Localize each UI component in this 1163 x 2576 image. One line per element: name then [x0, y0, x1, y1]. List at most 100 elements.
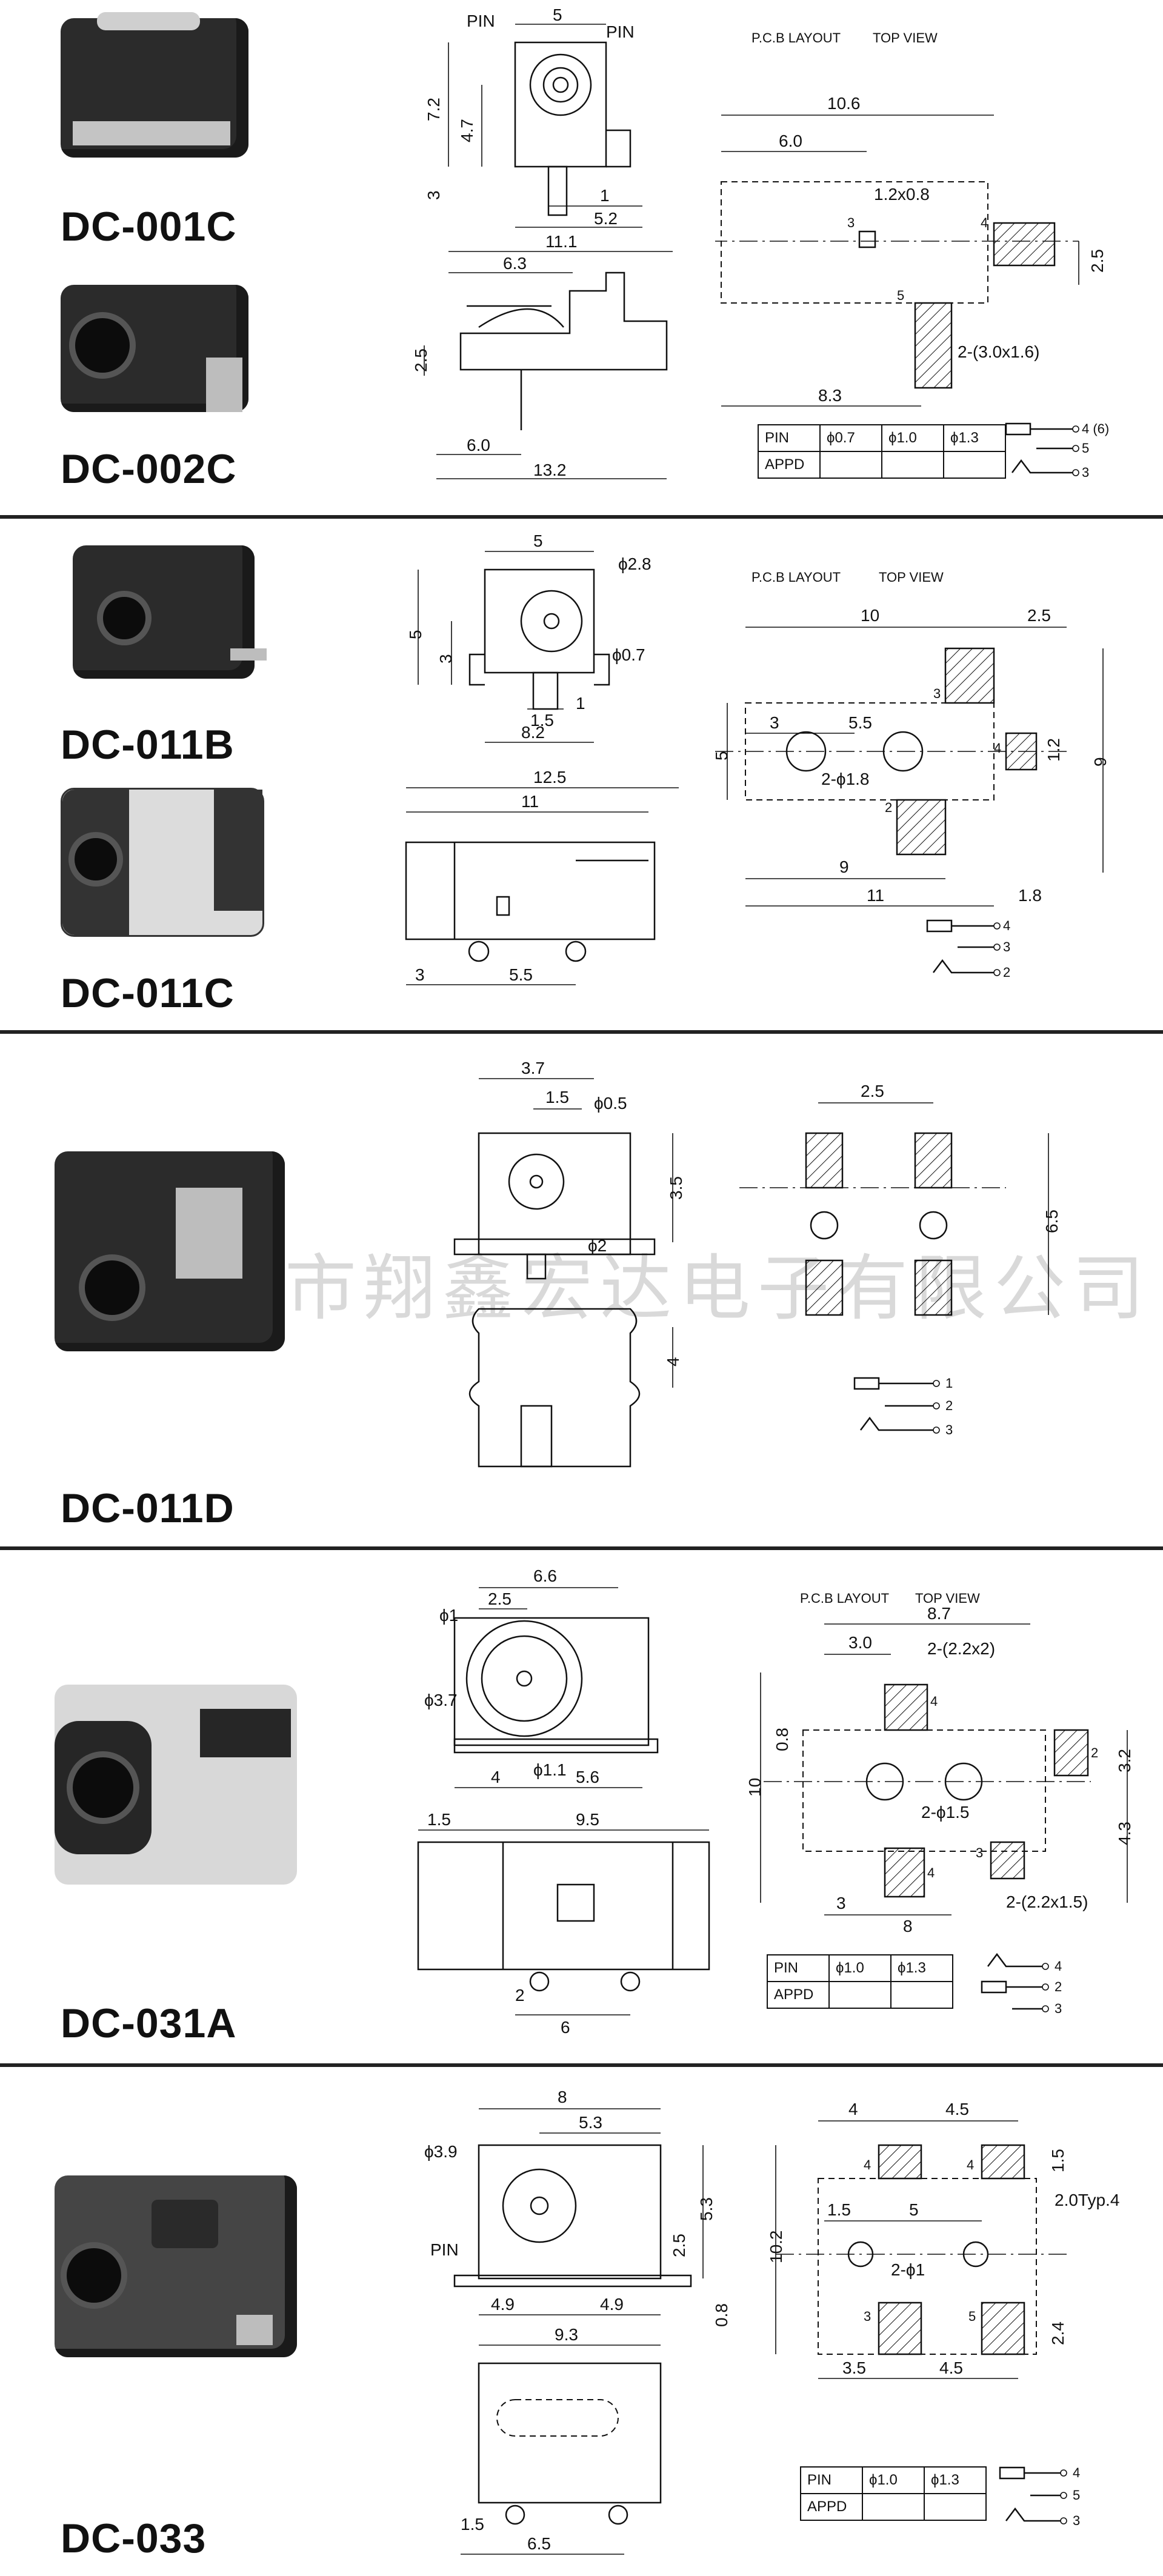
- svg-text:TOP VIEW: TOP VIEW: [915, 1591, 980, 1606]
- svg-text:8.7: 8.7: [927, 1604, 951, 1623]
- svg-text:4: 4: [848, 2103, 858, 2118]
- svg-text:3: 3: [436, 654, 455, 664]
- svg-text:3: 3: [933, 686, 941, 701]
- svg-text:5.5: 5.5: [509, 965, 533, 984]
- model-label: DC-031A: [61, 2000, 237, 2046]
- svg-text:3.0: 3.0: [848, 1633, 872, 1652]
- svg-text:5.3: 5.3: [579, 2113, 602, 2132]
- svg-text:5.2: 5.2: [594, 209, 618, 228]
- svg-text:2.4: 2.4: [1048, 2321, 1067, 2345]
- svg-text:ϕ3.7: ϕ3.7: [424, 1691, 458, 1709]
- svg-text:4: 4: [967, 2157, 974, 2172]
- svg-text:1.5: 1.5: [427, 1810, 451, 1829]
- svg-text:4 (6): 4 (6): [1082, 421, 1109, 436]
- svg-text:2-(3.0x1.6): 2-(3.0x1.6): [958, 342, 1039, 361]
- svg-text:2: 2: [945, 1398, 953, 1413]
- model-label: DC-011C: [61, 970, 235, 1016]
- svg-text:5: 5: [553, 6, 562, 24]
- model-label: DC-002C: [61, 446, 237, 492]
- svg-text:4: 4: [927, 1865, 935, 1880]
- model-label: DC-001C: [61, 204, 237, 250]
- svg-text:5: 5: [712, 751, 731, 760]
- svg-text:4: 4: [1003, 918, 1010, 933]
- pin-schematic: 4 5 3: [999, 2465, 1080, 2528]
- svg-text:2.5: 2.5: [1088, 249, 1107, 273]
- section-divider: [0, 1546, 1163, 1550]
- svg-text:11: 11: [521, 792, 539, 811]
- svg-text:8: 8: [558, 2088, 567, 2106]
- svg-text:ϕ0.7: ϕ0.7: [612, 645, 645, 664]
- svg-text:10.6: 10.6: [827, 94, 861, 113]
- svg-text:PIN: PIN: [467, 12, 495, 30]
- svg-text:9.5: 9.5: [576, 1810, 599, 1829]
- svg-text:7.2: 7.2: [424, 98, 443, 121]
- svg-text:5.6: 5.6: [576, 1768, 599, 1786]
- svg-text:4: 4: [1055, 1959, 1062, 1974]
- model-label: DC-011D: [61, 1485, 235, 1531]
- svg-text:4.5: 4.5: [945, 2103, 969, 2118]
- svg-text:4.5: 4.5: [939, 2358, 963, 2377]
- svg-text:3: 3: [836, 1894, 846, 1912]
- pcb-layout-drawing: P.C.B LAYOUT TOP VIEW 10.6 6.0 1.2x0.8 3…: [715, 30, 1107, 407]
- svg-text:2: 2: [885, 800, 892, 815]
- svg-text:5: 5: [406, 630, 425, 639]
- svg-text:2-ϕ1: 2-ϕ1: [891, 2260, 925, 2279]
- dimension-drawing: 6.6 2.5 ϕ1 ϕ3.7 ϕ1.1 4 5.6 1.5 9.5 5: [417, 1566, 710, 2037]
- svg-text:ϕ0.5: ϕ0.5: [594, 1094, 627, 1113]
- svg-text:1: 1: [600, 186, 610, 205]
- svg-text:3.7: 3.7: [521, 1059, 545, 1077]
- dimension-drawing: 8 5.3 ϕ3.9 PIN 2.5 5.3 4.9 4.9 0.8 9.3 1…: [424, 2088, 731, 2555]
- svg-text:5: 5: [1082, 441, 1089, 456]
- svg-text:1.5: 1.5: [827, 2200, 851, 2219]
- svg-text:5: 5: [897, 288, 904, 303]
- svg-text:4: 4: [491, 1768, 501, 1786]
- svg-text:P.C.B LAYOUT: P.C.B LAYOUT: [751, 570, 841, 585]
- svg-text:ϕ2: ϕ2: [588, 1236, 607, 1255]
- svg-text:10.2: 10.2: [767, 2231, 785, 2264]
- svg-text:4.9: 4.9: [491, 2295, 515, 2314]
- svg-text:4: 4: [864, 2157, 871, 2172]
- svg-text:12.5: 12.5: [533, 768, 567, 787]
- model-label: DC-011B: [61, 722, 235, 768]
- svg-text:3: 3: [1082, 465, 1089, 480]
- svg-text:2-ϕ1.5: 2-ϕ1.5: [921, 1803, 970, 1822]
- svg-text:1: 1: [576, 694, 585, 713]
- product-photo-dc-002c: [61, 285, 248, 412]
- svg-text:5: 5: [909, 2200, 919, 2219]
- svg-text:11: 11: [867, 886, 884, 905]
- svg-text:4: 4: [981, 215, 988, 230]
- svg-text:8: 8: [903, 1917, 913, 1935]
- svg-text:10: 10: [745, 1778, 764, 1797]
- section-divider: [0, 2063, 1163, 2067]
- svg-text:1.5: 1.5: [461, 2515, 484, 2534]
- svg-text:2-ϕ1.8: 2-ϕ1.8: [821, 770, 870, 788]
- svg-text:2.5: 2.5: [1027, 606, 1051, 625]
- svg-text:0.8: 0.8: [773, 1728, 791, 1751]
- svg-text:3: 3: [976, 1845, 983, 1860]
- svg-text:2-(2.2x2): 2-(2.2x2): [927, 1639, 995, 1658]
- svg-text:9: 9: [1091, 757, 1110, 767]
- svg-text:2: 2: [1055, 1979, 1062, 1994]
- svg-text:3.2: 3.2: [1115, 1749, 1134, 1772]
- pcb-layout-drawing: 4 4.5 4 4 1.5 2.0Typ.4 1.5 5 2-ϕ1 10.2 3…: [767, 2103, 1119, 2379]
- svg-text:6.0: 6.0: [467, 436, 490, 454]
- product-photo-dc-011b: [73, 545, 267, 679]
- product-photo-dc-033: [55, 2175, 297, 2357]
- svg-text:TOP VIEW: TOP VIEW: [873, 30, 938, 45]
- pin-schematic: 4 2 3: [981, 1952, 1062, 2016]
- svg-text:3: 3: [1055, 2001, 1062, 2016]
- svg-text:3: 3: [945, 1422, 953, 1437]
- svg-text:8.2: 8.2: [521, 723, 545, 742]
- svg-text:PIN: PIN: [606, 22, 635, 41]
- svg-text:2.5: 2.5: [412, 348, 430, 372]
- dimension-drawing: 5 ϕ2.8 5 3 ϕ0.7 1.5 1 8.2 12.5 11: [405, 533, 679, 985]
- svg-text:4.9: 4.9: [600, 2295, 624, 2314]
- svg-text:1.2x0.8: 1.2x0.8: [874, 185, 930, 204]
- svg-text:P.C.B LAYOUT: P.C.B LAYOUT: [751, 30, 841, 45]
- model-label: DC-033: [61, 2515, 207, 2561]
- svg-text:6.0: 6.0: [779, 131, 802, 150]
- svg-text:11.1: 11.1: [545, 232, 577, 251]
- svg-text:4.7: 4.7: [458, 119, 476, 142]
